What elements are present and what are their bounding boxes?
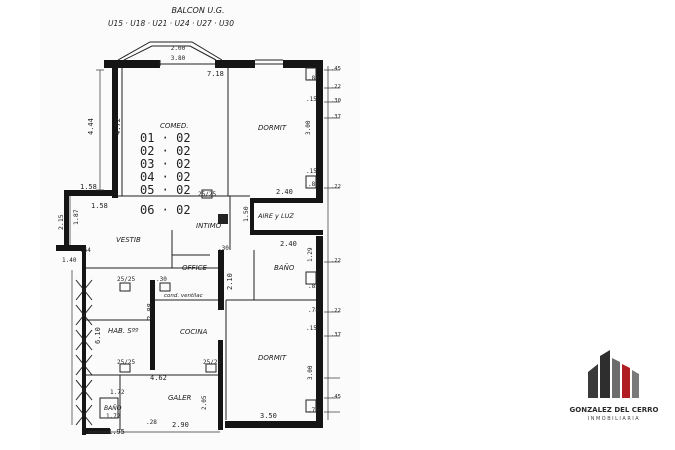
dim-172b: 1.72 [106, 413, 121, 420]
room-comedor: COMED. [160, 122, 188, 130]
dim-158b: 1.58 [91, 202, 108, 210]
room-cocina: COCINA [180, 328, 208, 336]
dim-2525b: 25/25 [117, 276, 135, 283]
dim-472: 4.72 [114, 118, 122, 135]
interior-partitions [86, 41, 316, 430]
structural-columns [99, 67, 317, 419]
logo-bar-2 [600, 350, 610, 398]
room-aire-luz: AIRE y LUZ [257, 212, 294, 220]
room-office: OFFICE [182, 264, 208, 272]
dim-210: 2.10 [226, 273, 234, 290]
dim-290: 2.90 [172, 421, 189, 429]
dim-70: .70 [308, 407, 319, 414]
dim-45b: .45 [331, 394, 341, 400]
dim-15c: .15 [306, 325, 317, 332]
dim-78: .78 [308, 307, 319, 314]
company-logo: GONZALEZ DEL CERRO INMOBILIARIA [570, 350, 659, 422]
dim-85: .85 [308, 283, 319, 290]
dim-610: 6.10 [94, 327, 102, 344]
unit-code-1: 01 · 02 [140, 131, 191, 145]
dim-15a: .15 [306, 96, 317, 103]
dim-30b: .30 [156, 276, 167, 283]
dim-64: .64 [80, 247, 91, 254]
dim-195: 1.95 [108, 428, 125, 436]
dim-215: 2.15 [57, 214, 65, 230]
dim-15b: .15 [306, 168, 317, 175]
dim-240a: 2.40 [276, 188, 293, 196]
dim-30c: .30 [331, 98, 341, 104]
bay-dim-1: 2.00 [171, 45, 186, 52]
dim-187: 1.87 [72, 209, 80, 225]
dim-45a: .45 [331, 66, 341, 72]
room-galer: GALER [168, 394, 192, 402]
dim-30: .30 [218, 245, 229, 252]
room-intimo: INTIMO [196, 222, 222, 230]
dim-300b: 3.00 [307, 365, 314, 380]
dim-208: 2.08 [146, 303, 154, 320]
dim-2525a: 25/25 [198, 191, 216, 198]
logo-bar-4 [622, 364, 630, 398]
balcony-label: BALCON U.G. [172, 6, 225, 15]
dim-205: 2.05 [201, 395, 208, 410]
room-dormit-top: DORMIT [258, 124, 287, 132]
plan-labels: BALCON U.G. U15 · U18 · U21 · U24 · U27 … [57, 6, 341, 436]
dim-37a: .37 [331, 114, 341, 120]
dim-22d: .22 [331, 308, 341, 314]
dim-80: .80 [308, 75, 319, 82]
dim-158a: 1.58 [80, 183, 97, 191]
unit-code-4: 04 · 02 [140, 170, 191, 184]
dim-2525c: 25/25 [117, 359, 135, 366]
unit-list-label: U15 · U18 · U21 · U24 · U27 · U30 [108, 19, 234, 28]
unit-code-2: 02 · 02 [140, 144, 191, 158]
dim-350: 3.50 [260, 412, 277, 420]
dim-172a: 1.72 [110, 389, 125, 396]
logo-name: GONZALEZ DEL CERRO [570, 406, 659, 414]
logo-bar-3 [612, 358, 620, 398]
room-bano: BAÑO [274, 263, 295, 272]
dim-37b: .37 [331, 332, 341, 338]
room-cond-ventilac: cond. ventilac [164, 293, 203, 299]
dim-129: 1.29 [307, 247, 314, 262]
unit-code-3: 03 · 02 [140, 157, 191, 171]
room-vestib: VESTIB [116, 236, 141, 244]
dim-718: 7.18 [207, 70, 224, 78]
dim-140: 1.40 [62, 257, 77, 264]
dim-300a: 3.00 [305, 120, 312, 135]
dim-22b: .22 [331, 184, 341, 190]
dim-22c: .22 [331, 258, 341, 264]
left-dimension-line [69, 69, 220, 433]
unit-code-6: 06 · 02 [140, 203, 191, 217]
logo-bar-1 [588, 364, 598, 398]
dim-150: 1.50 [242, 206, 250, 222]
room-hab-svc: HAB. Sºº [108, 327, 139, 335]
logo-tagline: INMOBILIARIA [588, 416, 640, 422]
dim-80b: .80 [308, 181, 319, 188]
dim-28: .28 [146, 419, 157, 426]
room-bano-svc: BAÑO [104, 405, 122, 412]
unit-code-5: 05 · 02 [140, 183, 191, 197]
dim-22a: .22 [331, 84, 341, 90]
dim-240b: 2.40 [280, 240, 297, 248]
dim-462: 4.62 [150, 374, 167, 382]
room-dormit-bottom: DORMIT [258, 354, 287, 362]
dim-444: 4.44 [87, 118, 95, 135]
dim-2525d: 25/25 [203, 359, 221, 366]
bay-dim-2: 3.80 [171, 55, 186, 62]
right-dimension-line [324, 66, 340, 420]
logo-bar-5 [632, 370, 639, 398]
left-facade-hatching [75, 279, 93, 426]
